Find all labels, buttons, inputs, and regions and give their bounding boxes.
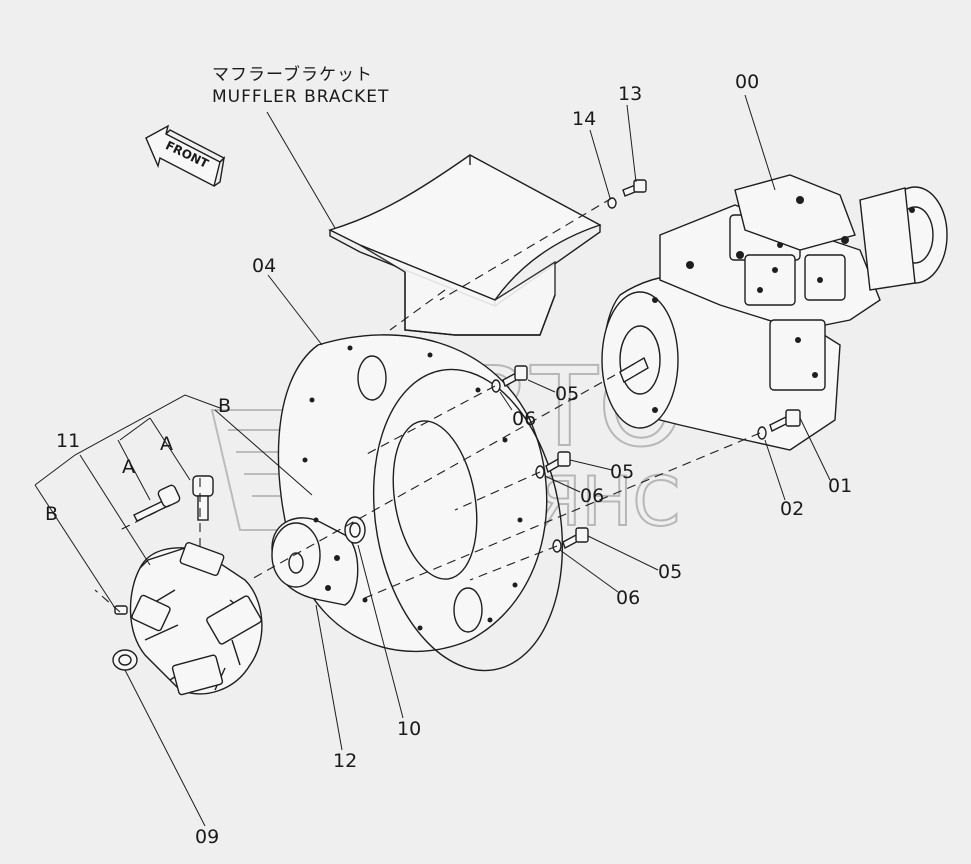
callout-02: 02 xyxy=(780,498,804,520)
callout-12: 12 xyxy=(333,750,357,772)
washer-02 xyxy=(757,426,767,440)
title-japanese: マフラーブラケット xyxy=(212,64,373,85)
callout-00: 00 xyxy=(735,71,759,93)
set-screw-a xyxy=(133,484,181,522)
callout-11: 11 xyxy=(56,430,80,452)
front-arrow-icon: FRONT xyxy=(145,124,226,188)
callout-10: 10 xyxy=(397,718,421,740)
bolt-05-upper xyxy=(502,365,528,388)
bolt-01 xyxy=(769,409,801,432)
leader-lines xyxy=(34,94,831,827)
coupling-hub xyxy=(271,517,359,606)
callout-b-lower: B xyxy=(45,503,58,525)
callout-06-middle: 06 xyxy=(580,485,604,507)
callout-04: 04 xyxy=(252,255,276,277)
callout-05-upper: 05 xyxy=(555,383,579,405)
shim xyxy=(112,649,138,671)
bolt-05-middle xyxy=(545,451,571,474)
callout-14: 14 xyxy=(572,108,596,130)
assembly-axes xyxy=(94,197,761,613)
callout-13: 13 xyxy=(618,83,642,105)
callout-05-middle: 05 xyxy=(610,461,634,483)
hydraulic-pump xyxy=(601,174,948,451)
bolt-05-lower xyxy=(562,527,589,550)
bolt-13 xyxy=(622,179,647,197)
callout-01: 01 xyxy=(828,475,852,497)
callout-09: 09 xyxy=(195,826,219,848)
washer-06-upper xyxy=(491,379,501,393)
callout-a-upper: A xyxy=(160,433,173,455)
set-screw-b xyxy=(192,475,214,521)
callout-b-upper: B xyxy=(218,395,231,417)
muffler-bracket xyxy=(328,154,602,336)
washer xyxy=(344,516,366,544)
flexible-coupling xyxy=(129,541,263,696)
title-english: MUFFLER BRACKET xyxy=(212,87,389,107)
callout-06-lower: 06 xyxy=(616,587,640,609)
callout-05-lower: 05 xyxy=(658,561,682,583)
callout-a-lower: A xyxy=(122,456,135,478)
callout-labels: 00 01 02 04 05 05 05 06 06 06 09 10 11 1… xyxy=(45,71,852,848)
pin xyxy=(114,605,128,615)
callout-06-upper: 06 xyxy=(512,408,536,430)
